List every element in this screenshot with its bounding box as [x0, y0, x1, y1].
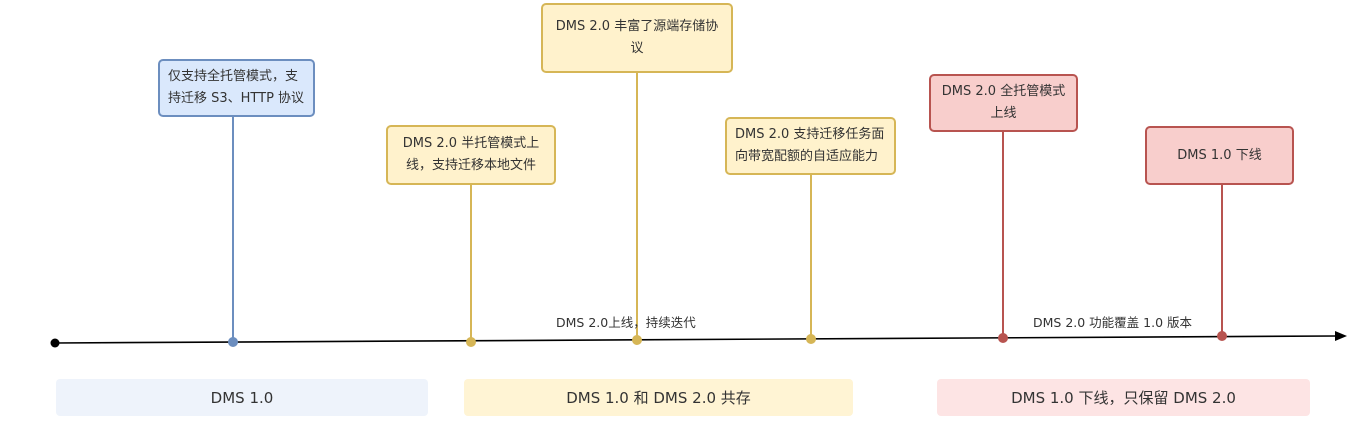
event-card-3: DMS 2.0 丰富了源端存储协议 [541, 3, 733, 73]
event-text-6: DMS 1.0 下线 [1177, 147, 1262, 163]
event-card-2: DMS 2.0 半托管模式上线，支持迁移本地文件 [386, 125, 556, 185]
phase-label-1: DMS 1.0 [210, 388, 274, 407]
event-text-2: DMS 2.0 半托管模式上线，支持迁移本地文件 [402, 136, 540, 173]
event-stem-5 [1002, 132, 1004, 338]
event-stem-3 [636, 73, 638, 340]
axis-line [54, 335, 1337, 344]
event-dot-1 [228, 337, 238, 347]
event-dot-5 [998, 333, 1008, 343]
phase-band-1: DMS 1.0 [56, 379, 428, 416]
event-stem-2 [470, 185, 472, 342]
event-card-5: DMS 2.0 全托管模式上线 [929, 74, 1078, 132]
event-dot-3 [632, 335, 642, 345]
event-dot-6 [1217, 331, 1227, 341]
axis-label-cover: DMS 2.0 功能覆盖 1.0 版本 [1033, 315, 1192, 330]
event-card-4: DMS 2.0 支持迁移任务面向带宽配额的自适应能力 [725, 117, 896, 175]
event-dot-2 [466, 337, 476, 347]
phase-label-2: DMS 1.0 和 DMS 2.0 共存 [566, 389, 751, 407]
phase-band-2: DMS 1.0 和 DMS 2.0 共存 [464, 379, 853, 416]
event-card-6: DMS 1.0 下线 [1145, 126, 1294, 185]
event-text-1: 仅支持全托管模式，支持迁移 S3、HTTP 协议 [168, 69, 305, 106]
phase-label-3: DMS 1.0 下线，只保留 DMS 2.0 [1011, 389, 1236, 407]
event-stem-1 [232, 117, 234, 342]
event-stem-4 [810, 175, 812, 339]
event-stem-6 [1221, 185, 1223, 336]
event-text-5: DMS 2.0 全托管模式上线 [941, 84, 1066, 121]
event-card-1: 仅支持全托管模式，支持迁移 S3、HTTP 协议 [158, 59, 315, 117]
phase-band-3: DMS 1.0 下线，只保留 DMS 2.0 [937, 379, 1310, 416]
event-dot-4 [806, 334, 816, 344]
event-text-3: DMS 2.0 丰富了源端存储协议 [555, 19, 719, 56]
axis-label-iterate: DMS 2.0上线，持续迭代 [556, 315, 696, 330]
axis-arrowhead [1335, 331, 1347, 341]
event-text-4: DMS 2.0 支持迁移任务面向带宽配额的自适应能力 [735, 127, 885, 164]
